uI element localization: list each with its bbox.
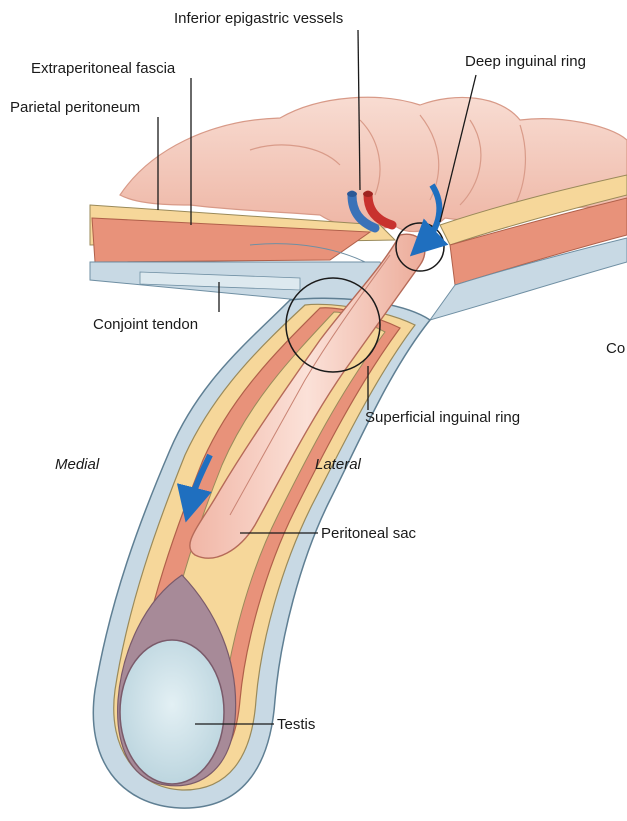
label-testis: Testis xyxy=(277,716,315,734)
label-medial: Medial xyxy=(55,456,99,474)
label-lateral: Lateral xyxy=(315,456,361,474)
label-cut-off: Co xyxy=(606,340,625,358)
label-conjoint-tendon: Conjoint tendon xyxy=(93,316,198,334)
label-inferior-epigastric-vessels: Inferior epigastric vessels xyxy=(174,10,343,28)
label-parietal-peritoneum: Parietal peritoneum xyxy=(10,99,140,117)
label-superficial-inguinal-ring: Superficial inguinal ring xyxy=(365,409,520,427)
label-extraperitoneal-fascia: Extraperitoneal fascia xyxy=(31,60,175,78)
label-deep-inguinal-ring: Deep inguinal ring xyxy=(465,53,586,71)
label-peritoneal-sac: Peritoneal sac xyxy=(321,525,416,543)
